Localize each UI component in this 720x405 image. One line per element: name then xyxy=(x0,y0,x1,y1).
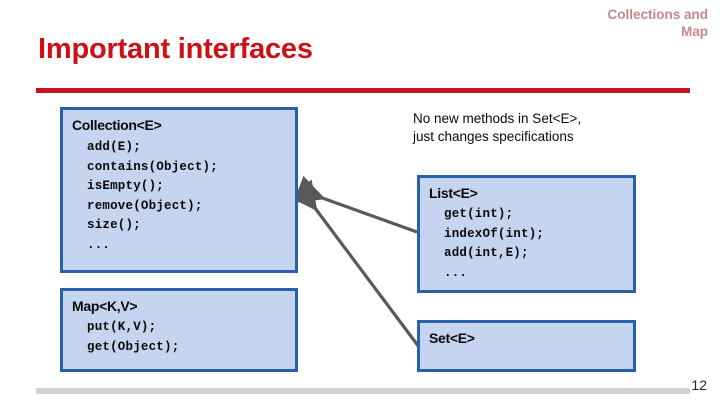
arrow-set-to-collection xyxy=(288,179,421,348)
deck-label: Collections and Map xyxy=(607,7,708,39)
class-box-map[interactable]: Map<K,V> put(K,V); get(Object); xyxy=(60,288,298,372)
page-number: 12 xyxy=(691,377,707,393)
class-name-collection: Collection<E> xyxy=(72,117,162,133)
set-note-text: No new methods in Set<E>, just changes s… xyxy=(413,111,582,144)
class-name-set: Set<E> xyxy=(429,330,475,346)
page-title: Important interfaces xyxy=(38,33,313,65)
class-members-map: put(K,V); get(Object); xyxy=(87,320,180,354)
class-name-list: List<E> xyxy=(429,185,478,201)
class-box-set[interactable]: Set<E> xyxy=(417,320,636,372)
class-name-map: Map<K,V> xyxy=(72,298,138,314)
footer-divider xyxy=(36,388,690,394)
title-divider xyxy=(36,88,690,93)
class-members-collection: add(E); contains(Object); isEmpty(); rem… xyxy=(87,140,218,252)
class-box-list[interactable]: List<E> get(int); indexOf(int); add(int,… xyxy=(417,175,636,293)
class-members-list: get(int); indexOf(int); add(int,E); ... xyxy=(444,207,545,280)
class-box-collection[interactable]: Collection<E> add(E); contains(Object); … xyxy=(60,107,298,273)
arrow-list-to-collection xyxy=(293,175,418,234)
